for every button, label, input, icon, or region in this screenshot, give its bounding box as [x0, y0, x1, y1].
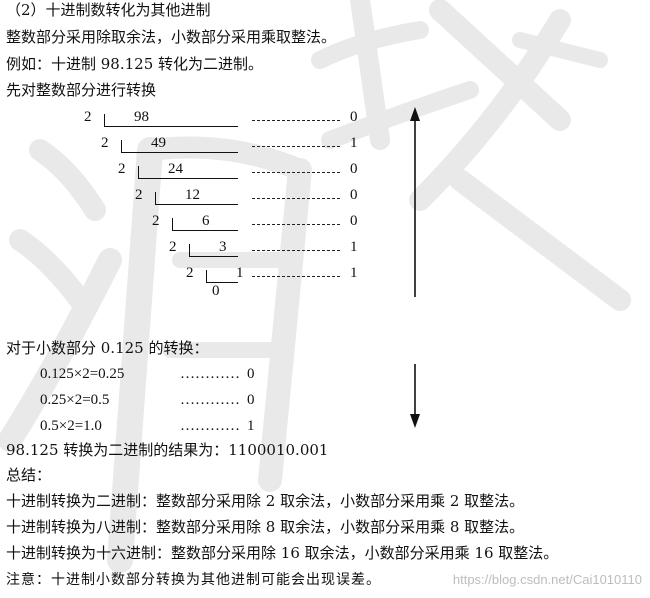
watermark-credit: https://blog.csdn.net/Cai1010110 — [452, 572, 642, 587]
division-line — [155, 204, 238, 205]
divisor-digit: 2 — [135, 187, 143, 203]
divisor-digit: 2 — [186, 265, 194, 281]
division-line — [206, 282, 238, 283]
dashed-leader — [252, 276, 340, 277]
division-line — [104, 126, 238, 127]
division-bracket — [189, 244, 190, 256]
summary-title: 总结： — [6, 466, 52, 484]
dashed-leader — [252, 120, 340, 121]
arrow-up-icon — [410, 107, 420, 297]
division-bracket — [172, 218, 173, 230]
division-line — [121, 152, 238, 153]
section-heading: （2）十进制数转化为其他进制 — [6, 1, 211, 19]
dashed-leader — [252, 224, 340, 225]
divisor-digit: 2 — [101, 135, 109, 151]
summary-binary: 十进制转换为二进制：整数部分采用除 2 取余法，小数部分采用乘 2 取整法。 — [6, 492, 525, 510]
dividend-value: 24 — [168, 161, 183, 177]
remainder-digit: 1 — [350, 239, 358, 255]
division-line — [138, 178, 238, 179]
fraction-dots: ………… — [180, 366, 240, 382]
dashed-leader — [252, 146, 340, 147]
fraction-dots: ………… — [180, 418, 240, 434]
remainder-digit: 0 — [350, 161, 358, 177]
fraction-expr: 0.25×2=0.5 — [40, 392, 110, 408]
note-text: 注意：十进制小数部分转换为其他进制可能会出现误差。 — [6, 572, 381, 588]
dividend-value: 98 — [134, 109, 149, 125]
fraction-digit: 0 — [247, 366, 255, 382]
fraction-digit: 0 — [247, 392, 255, 408]
fraction-expr: 0.125×2=0.25 — [40, 366, 125, 382]
remainder-digit: 0 — [350, 187, 358, 203]
result-text: 98.125 转换为二进制的结果为：1100010.001 — [6, 441, 329, 459]
arrow-down-icon — [410, 364, 420, 428]
fraction-expr: 0.5×2=1.0 — [40, 418, 102, 434]
dividend-value: 6 — [202, 213, 210, 229]
division-bracket — [138, 166, 139, 178]
divisor-digit: 2 — [84, 109, 92, 125]
summary-hex: 十进制转换为十六进制：整数部分采用除 16 取余法，小数部分采用乘 16 取整法… — [6, 544, 559, 562]
remainder-digit: 1 — [350, 135, 358, 151]
division-bracket — [155, 192, 156, 204]
remainder-digit: 1 — [350, 265, 358, 281]
dashed-leader — [252, 250, 340, 251]
dividend-value: 3 — [219, 239, 227, 255]
example-text: 例如：十进制 98.125 转化为二进制。 — [6, 55, 264, 73]
fraction-dots: ………… — [180, 392, 240, 408]
dashed-leader — [252, 198, 340, 199]
remainder-digit: 0 — [350, 109, 358, 125]
division-line — [172, 230, 238, 231]
division-bracket — [104, 114, 105, 126]
division-line — [189, 256, 238, 257]
divisor-digit: 2 — [169, 239, 177, 255]
summary-octal: 十进制转换为八进制：整数部分采用除 8 取余法，小数部分采用乘 8 取整法。 — [6, 518, 525, 536]
divisor-digit: 2 — [152, 213, 160, 229]
divisor-digit: 2 — [118, 161, 126, 177]
fraction-digit: 1 — [247, 418, 255, 434]
dividend-value: 12 — [185, 187, 200, 203]
final-quotient: 0 — [212, 283, 220, 299]
intro-text: 整数部分采用除取余法，小数部分采用乘取整法。 — [6, 28, 337, 46]
division-bracket — [206, 270, 207, 282]
remainder-digit: 0 — [350, 213, 358, 229]
dividend-value: 1 — [236, 265, 244, 281]
step-fraction-label: 对于小数部分 0.125 的转换： — [6, 339, 209, 357]
dividend-value: 49 — [151, 135, 166, 151]
division-bracket — [121, 140, 122, 152]
step-integer-label: 先对整数部分进行转换 — [6, 81, 157, 99]
dashed-leader — [252, 172, 340, 173]
